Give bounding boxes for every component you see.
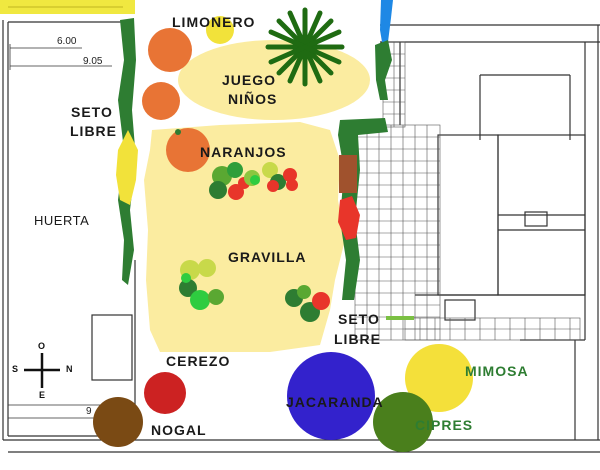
label-jacaranda: JACARANDA bbox=[286, 394, 384, 410]
left-hedge-yellow bbox=[116, 130, 138, 205]
label-cerezo: CEREZO bbox=[166, 353, 231, 369]
dimension-9-05: 9.05 bbox=[83, 56, 103, 67]
orange-tree-3 bbox=[166, 128, 210, 172]
label-huerta: HUERTA bbox=[34, 213, 90, 228]
gravel-trees-left bbox=[179, 259, 224, 310]
cypress-tree bbox=[373, 392, 433, 452]
compass-south: S bbox=[12, 364, 19, 374]
label-cipres: CIPRES bbox=[415, 417, 474, 433]
palm-tree bbox=[265, 7, 345, 87]
wood-bench bbox=[339, 155, 357, 193]
lemon-tree bbox=[206, 16, 234, 44]
compass-north: N bbox=[66, 364, 73, 374]
small-hedge-strip bbox=[386, 316, 414, 320]
label-seto-left-1: SETO bbox=[71, 104, 113, 120]
dimension-6: 6.00 bbox=[57, 36, 77, 47]
label-ninos: NIÑOS bbox=[228, 91, 278, 107]
orange-tree-2 bbox=[142, 82, 180, 120]
walnut-tree bbox=[93, 397, 143, 447]
label-juego: JUEGO bbox=[222, 72, 277, 88]
label-nogal: NOGAL bbox=[151, 422, 207, 438]
small-tree-1 bbox=[175, 129, 181, 135]
gravel-trees-right bbox=[285, 285, 330, 322]
label-gravilla: GRAVILLA bbox=[228, 249, 307, 265]
compass-west: O bbox=[38, 341, 46, 351]
label-mimosa: MIMOSA bbox=[465, 363, 529, 379]
red-flowers bbox=[338, 196, 360, 240]
label-limonero: LIMONERO bbox=[172, 14, 256, 30]
grove-trees bbox=[209, 162, 298, 200]
play-area bbox=[178, 40, 370, 120]
label-seto-right-2: LIBRE bbox=[334, 331, 381, 347]
label-seto-left-2: LIBRE bbox=[70, 123, 117, 139]
right-hedge-top bbox=[375, 40, 392, 100]
dimension-9: 9 bbox=[86, 406, 92, 417]
compass-rose bbox=[24, 353, 60, 388]
label-naranjos: NARANJOS bbox=[200, 144, 287, 160]
compass-east: E bbox=[39, 390, 46, 400]
cherry-tree bbox=[144, 372, 186, 414]
mimosa-tree bbox=[405, 344, 473, 412]
label-seto-right-1: SETO bbox=[338, 311, 380, 327]
jacaranda-tree bbox=[287, 352, 375, 440]
water-strip bbox=[380, 0, 393, 48]
orange-tree-1 bbox=[148, 28, 192, 72]
